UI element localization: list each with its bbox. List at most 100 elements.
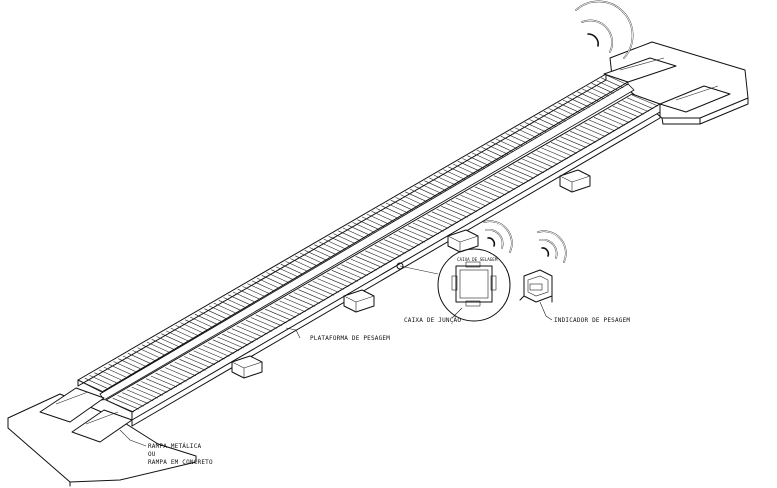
deck-slat xyxy=(317,278,344,290)
deck-slat xyxy=(469,189,497,201)
deck-slat xyxy=(228,294,251,306)
deck-slat xyxy=(165,367,192,379)
deck-slat xyxy=(222,333,249,346)
deck-slat xyxy=(142,344,165,356)
deck-slat xyxy=(484,180,511,193)
deck-slat xyxy=(384,239,411,251)
deck-slat xyxy=(146,341,170,353)
deck-slat xyxy=(560,136,587,148)
deck-slat xyxy=(266,272,289,283)
deck-slat xyxy=(371,211,394,222)
deck-slat xyxy=(98,369,122,381)
deck-slat xyxy=(232,291,256,303)
deck-slat xyxy=(255,314,282,327)
deck-slat xyxy=(137,347,160,358)
deck-slat xyxy=(493,175,521,187)
deck-slat xyxy=(189,316,213,328)
deck-slat xyxy=(179,359,206,371)
deck-slat xyxy=(491,141,514,153)
deck-slat xyxy=(107,400,135,413)
deck-slat xyxy=(174,361,201,374)
deck-slat xyxy=(236,325,263,338)
deck-slat xyxy=(369,247,397,260)
deck-slat xyxy=(355,256,382,268)
deck-slat xyxy=(226,331,254,343)
deck-slat xyxy=(457,160,480,172)
deck-slat xyxy=(251,280,275,292)
deck-slat xyxy=(136,384,163,396)
deck-slat xyxy=(342,227,366,239)
deck-slat xyxy=(141,381,168,393)
deck-slat xyxy=(151,339,174,350)
deck-slat xyxy=(424,180,447,191)
deck-slat xyxy=(160,370,187,382)
deck-slat xyxy=(165,330,189,342)
junction-box-label: CAIXA DE JUNÇÃO xyxy=(404,317,461,324)
deck-slat xyxy=(622,100,649,112)
deck-slat xyxy=(247,283,270,294)
deck-slat xyxy=(213,302,237,314)
deck-slat xyxy=(446,203,473,215)
deck-slat xyxy=(443,169,466,180)
deck-slat xyxy=(269,306,297,318)
deck-slat xyxy=(529,119,552,130)
deck-slat xyxy=(223,297,246,308)
weighing-indicator-label: INDICADOR DE PESAGEM xyxy=(554,317,630,324)
deck-slat xyxy=(558,102,581,114)
deck-slat xyxy=(122,392,149,404)
deck-slat xyxy=(323,238,347,250)
deck-slat xyxy=(108,364,131,375)
deck-slat xyxy=(295,255,318,267)
deck-slat xyxy=(541,147,568,160)
deck-slat xyxy=(293,292,320,304)
deck-slat xyxy=(505,133,528,144)
weighing-platform-label: PLATAFORMA DE PESAGEM xyxy=(310,335,390,342)
deck-slat xyxy=(204,308,227,319)
deck-slat xyxy=(84,377,107,389)
deck-slat xyxy=(326,272,354,285)
deck-slat xyxy=(203,345,230,357)
deck-slat xyxy=(352,222,375,233)
deck-slat xyxy=(567,97,590,108)
deck-slat xyxy=(217,336,244,349)
deck-slat xyxy=(460,194,487,207)
deck-slat xyxy=(517,161,544,174)
deck-slat xyxy=(336,267,363,279)
deck-slat xyxy=(603,111,630,123)
deck-slat xyxy=(132,350,155,361)
weighing-indicator xyxy=(519,269,553,303)
deck-slat xyxy=(122,355,146,367)
deck-slat xyxy=(379,242,406,254)
deck-slat xyxy=(285,261,308,272)
deck-slat xyxy=(260,311,287,324)
deck-slat xyxy=(441,206,468,218)
deck-slat xyxy=(593,117,621,129)
deck-slat xyxy=(448,166,471,178)
deck-slat xyxy=(617,103,644,115)
deck-slat xyxy=(495,138,519,150)
deck-slat xyxy=(242,286,265,297)
deck-slat xyxy=(479,183,506,196)
deck-slat xyxy=(409,188,433,200)
deck-slat xyxy=(510,130,533,141)
deck-slat xyxy=(522,158,549,171)
deck-slat xyxy=(414,186,437,197)
deck-slat xyxy=(346,261,373,274)
deck-slat xyxy=(366,213,390,225)
deck-slat xyxy=(194,313,217,325)
deck-slat xyxy=(374,244,401,257)
deck-slat xyxy=(265,308,292,321)
deck-slat xyxy=(627,97,654,110)
deck-slat xyxy=(357,219,380,230)
deck-slat xyxy=(318,241,342,253)
deck-slat xyxy=(127,352,150,364)
deck-slat xyxy=(250,317,278,329)
deck-slat xyxy=(503,169,530,182)
deck-slat xyxy=(89,375,112,386)
deck-slat xyxy=(361,216,385,228)
deck-slat xyxy=(131,386,158,399)
deck-slat xyxy=(328,236,351,247)
deck-slat xyxy=(331,270,359,282)
deck-slat xyxy=(591,83,614,94)
deck-slat xyxy=(145,378,173,390)
